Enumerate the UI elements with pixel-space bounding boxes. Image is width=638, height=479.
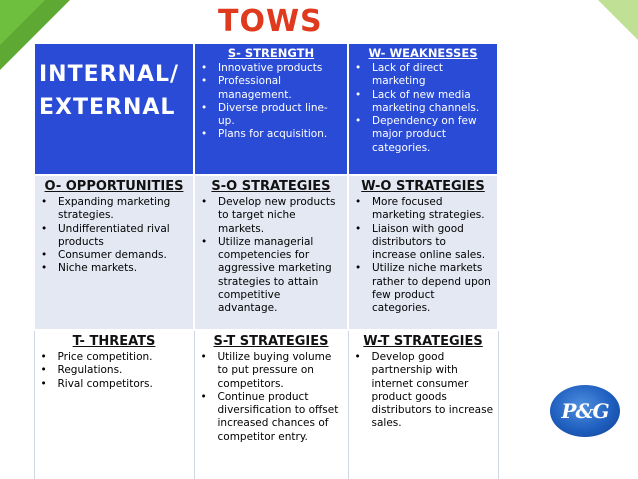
wt-strategies-list: Develop good partnership with internet c… [353,351,494,431]
opportunities-list: Expanding marketing strategies.Undiffere… [39,196,189,276]
list-item: Utilize managerial competencies for aggr… [199,236,343,316]
threats-row: T- THREATS Price competition.Regulations… [33,329,499,479]
list-item: Consumer demands. [39,249,189,263]
so-strategies-list: Develop new products to target niche mar… [199,196,343,316]
list-item: Regulations. [39,364,190,378]
opportunities-cell: O- OPPORTUNITIES Expanding marketing str… [33,174,195,331]
list-item: Niche markets. [39,262,189,276]
corner-label-internal: INTERNAL/ [39,62,180,87]
pg-logo-icon: P&G [550,385,620,437]
list-item: Develop new products to target niche mar… [199,196,343,236]
strengths-list: Innovative productsProfessional manageme… [199,62,343,142]
weaknesses-cell: W- WEAKNESSES Lack of direct marketingLa… [347,42,499,176]
list-item: Price competition. [39,351,190,365]
list-item: Diverse product line-up. [199,102,343,129]
wo-strategies-header: W-O STRATEGIES [361,179,485,194]
tows-matrix: INTERNAL/ EXTERNAL S- STRENGTH Innovativ… [33,42,499,479]
slide-title: TOWS [218,4,323,39]
corner-decoration-inner [0,0,45,45]
opportunities-header: O- OPPORTUNITIES [44,179,184,194]
strengths-cell: S- STRENGTH Innovative productsProfessio… [193,42,349,176]
st-strategies-list: Utilize buying volume to put pressure on… [199,351,344,444]
list-item: More focused marketing strategies. [353,196,493,223]
weaknesses-header: W- WEAKNESSES [368,46,478,60]
logo-text: P&G [561,399,609,423]
wt-strategies-header: W-T STRATEGIES [363,334,483,349]
list-item: Undifferentiated rival products [39,223,189,250]
strengths-header: S- STRENGTH [227,46,315,60]
list-item: Utilize niche markets rather to depend u… [353,262,493,315]
st-strategies-header: S-T STRATEGIES [213,334,329,349]
corner-label-external: EXTERNAL [39,95,176,120]
list-item: Expanding marketing strategies. [39,196,189,223]
corner-cell: INTERNAL/ EXTERNAL [33,42,195,176]
wo-strategies-cell: W-O STRATEGIES More focused marketing st… [347,174,499,331]
threats-header: T- THREATS [72,334,156,349]
list-item: Professional management. [199,75,343,102]
list-item: Lack of direct marketing [353,62,493,89]
matrix-header-row: INTERNAL/ EXTERNAL S- STRENGTH Innovativ… [33,42,499,176]
weaknesses-list: Lack of direct marketingLack of new medi… [353,62,493,155]
corner-decoration-right [598,0,638,40]
list-item: Liaison with good distributors to increa… [353,223,493,263]
so-strategies-cell: S-O STRATEGIES Develop new products to t… [193,174,349,331]
list-item: Continue product diversification to offs… [199,391,344,444]
list-item: Develop good partnership with internet c… [353,351,494,431]
so-strategies-header: S-O STRATEGIES [211,179,331,194]
threats-cell: T- THREATS Price competition.Regulations… [33,329,195,479]
list-item: Innovative products [199,62,343,76]
wo-strategies-list: More focused marketing strategies.Liaiso… [353,196,493,316]
list-item: Utilize buying volume to put pressure on… [199,351,344,391]
wt-strategies-cell: W-T STRATEGIES Develop good partnership … [347,329,499,479]
list-item: Rival competitors. [39,378,190,392]
st-strategies-cell: S-T STRATEGIES Utilize buying volume to … [193,329,349,479]
list-item: Dependency on few major product categori… [353,115,493,155]
opportunities-row: O- OPPORTUNITIES Expanding marketing str… [33,174,499,331]
list-item: Lack of new media marketing channels. [353,89,493,116]
threats-list: Price competition.Regulations.Rival comp… [39,351,190,391]
list-item: Plans for acquisition. [199,128,343,142]
